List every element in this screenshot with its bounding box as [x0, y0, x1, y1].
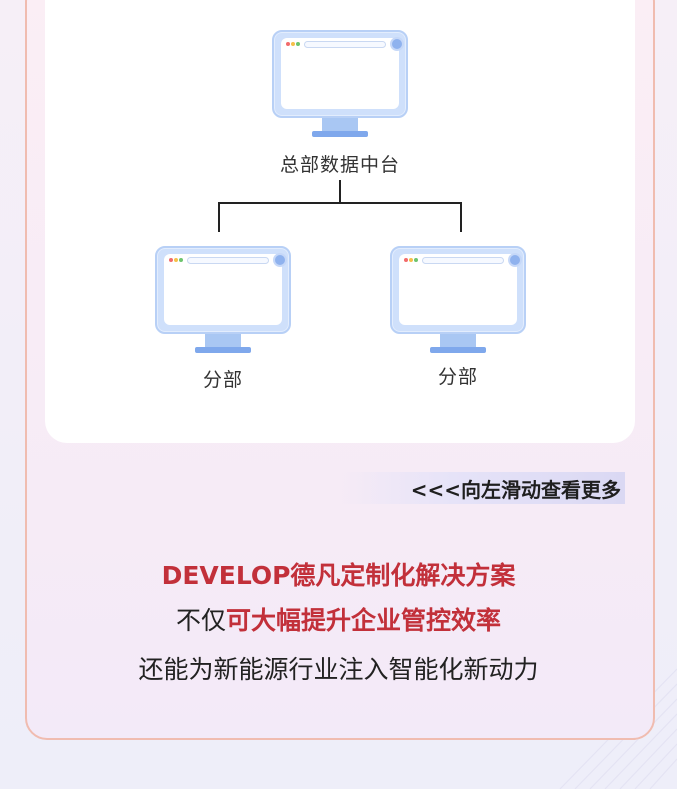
gear-icon [392, 39, 402, 49]
swipe-hint-text: <<<向左滑动查看更多 [410, 478, 621, 502]
diagram-connector [218, 180, 462, 232]
gear-icon [510, 255, 520, 265]
branch-right-label: 分部 [437, 366, 478, 388]
headline-line-2: 不仅可大幅提升企业管控效率 [0, 601, 677, 637]
hq-label: 总部数据中台 [279, 154, 400, 176]
hq-monitor-icon [272, 30, 408, 140]
headline-line-2-prefix: 不仅 [175, 606, 226, 635]
headline-line-3: 还能为新能源行业注入智能化新动力 [138, 655, 539, 684]
branch-left-monitor-icon [155, 246, 291, 356]
headline-line-2-highlight: 可大幅提升企业管控效率 [226, 606, 502, 635]
gear-icon [275, 255, 285, 265]
branch-left-label: 分部 [202, 369, 243, 391]
swipe-hint[interactable]: <<<向左滑动查看更多 [338, 472, 625, 504]
headline-title: DEVELOP德凡定制化解决方案 [161, 561, 516, 590]
branch-right-monitor-icon [390, 246, 526, 356]
